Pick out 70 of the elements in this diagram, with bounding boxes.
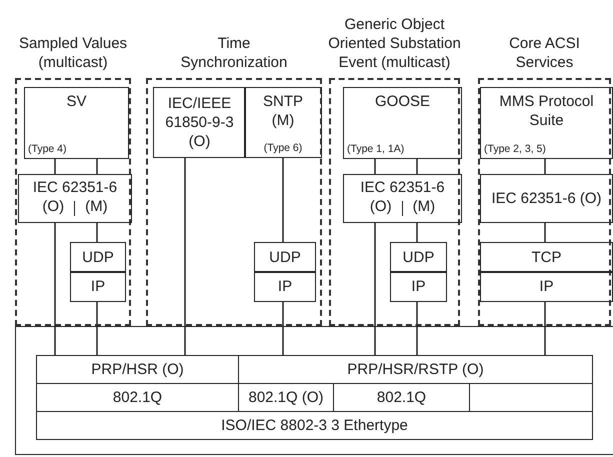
protocol-box: [480, 271, 613, 302]
protocol-box: [24, 87, 129, 159]
protocol-name: UDP: [402, 248, 436, 267]
protocol-name: IP: [90, 277, 106, 296]
message-type-label: (Type 6): [262, 142, 304, 154]
protocol-box: [153, 87, 246, 158]
message-type-label: (Type 4): [28, 143, 67, 155]
protocol-cell: [238, 355, 593, 384]
protocol-cell: [36, 411, 593, 440]
connector-line: [544, 159, 546, 174]
protocol-name: PRP/HSR (O): [90, 360, 185, 379]
protocol-box: [390, 271, 447, 302]
protocol-name: SV: [65, 92, 88, 111]
protocol-box: [18, 174, 132, 223]
connector-line: [416, 302, 418, 355]
protocol-box: [390, 242, 447, 273]
protocol-name: IP: [276, 277, 294, 296]
option-label: (O): [42, 197, 64, 216]
message-type-label: (Type 2, 3, 5): [484, 143, 546, 155]
protocol-name: IEC 62351-6: [359, 178, 446, 197]
connector-line: [544, 223, 546, 242]
protocol-name: 802.1Q: [112, 388, 164, 407]
connector-line: [184, 158, 186, 355]
group-heading: Generic Object Oriented Substation Event (multicast): [327, 15, 462, 72]
group-heading: Sampled Values (multicast): [18, 34, 128, 72]
protocol-name: IEC 62351-6: [32, 178, 118, 197]
option-label: (M): [412, 197, 436, 216]
message-type-label: (Type 1, 1A): [347, 143, 404, 155]
protocol-name: UDP: [268, 248, 302, 267]
protocol-name: PRP/HSR/RSTP (O): [346, 360, 485, 379]
frame-box: [15, 326, 613, 455]
protocol-name: MMS Protocol Suite: [498, 92, 595, 130]
connector-line: [374, 159, 376, 174]
connector-line: [416, 159, 418, 174]
protocol-box: [244, 87, 322, 158]
protocol-cell: [36, 355, 239, 384]
connector-line: [374, 223, 376, 355]
protocol-box: [343, 87, 462, 159]
protocol-box: [480, 87, 613, 159]
connector-line: [96, 159, 98, 174]
protocol-box: [480, 174, 613, 223]
protocol-name: 802.1Q (O): [247, 388, 325, 407]
connector-line: [96, 223, 98, 242]
protocol-name: GOOSE: [374, 92, 431, 111]
protocol-box: [254, 271, 316, 302]
protocol-name: IP: [538, 277, 555, 296]
group-heading: Time Synchronization: [180, 34, 288, 72]
connector-line: [96, 302, 98, 355]
protocol-name: IEC/IEEE 61850-9-3 (O): [164, 94, 235, 151]
protocol-box: [70, 242, 126, 273]
protocol-box: [343, 174, 462, 223]
protocol-box: [480, 242, 613, 273]
protocol-name: UDP: [81, 248, 115, 267]
connector-line: [544, 302, 546, 355]
option-label: (O): [370, 197, 392, 216]
protocol-box: [254, 242, 316, 273]
protocol-name: ISO/IEC 8802-3 3 Ethertype: [220, 416, 409, 435]
connector-line: [54, 159, 56, 174]
protocol-name: 802.1Q: [376, 388, 428, 407]
protocol-name: IEC 62351-6 (O): [490, 189, 603, 208]
option-label: (M): [85, 197, 108, 216]
connector-line: [282, 302, 284, 355]
connector-line: [282, 158, 284, 242]
connector-line: [416, 223, 418, 242]
protocol-name: IP: [410, 277, 427, 296]
protocol-name: TCP: [530, 248, 562, 267]
protocol-box: [70, 271, 126, 302]
group-heading: Core ACSI Services: [508, 34, 581, 72]
connector-line: [54, 223, 56, 355]
protocol-name: SNTP (M): [262, 92, 304, 130]
